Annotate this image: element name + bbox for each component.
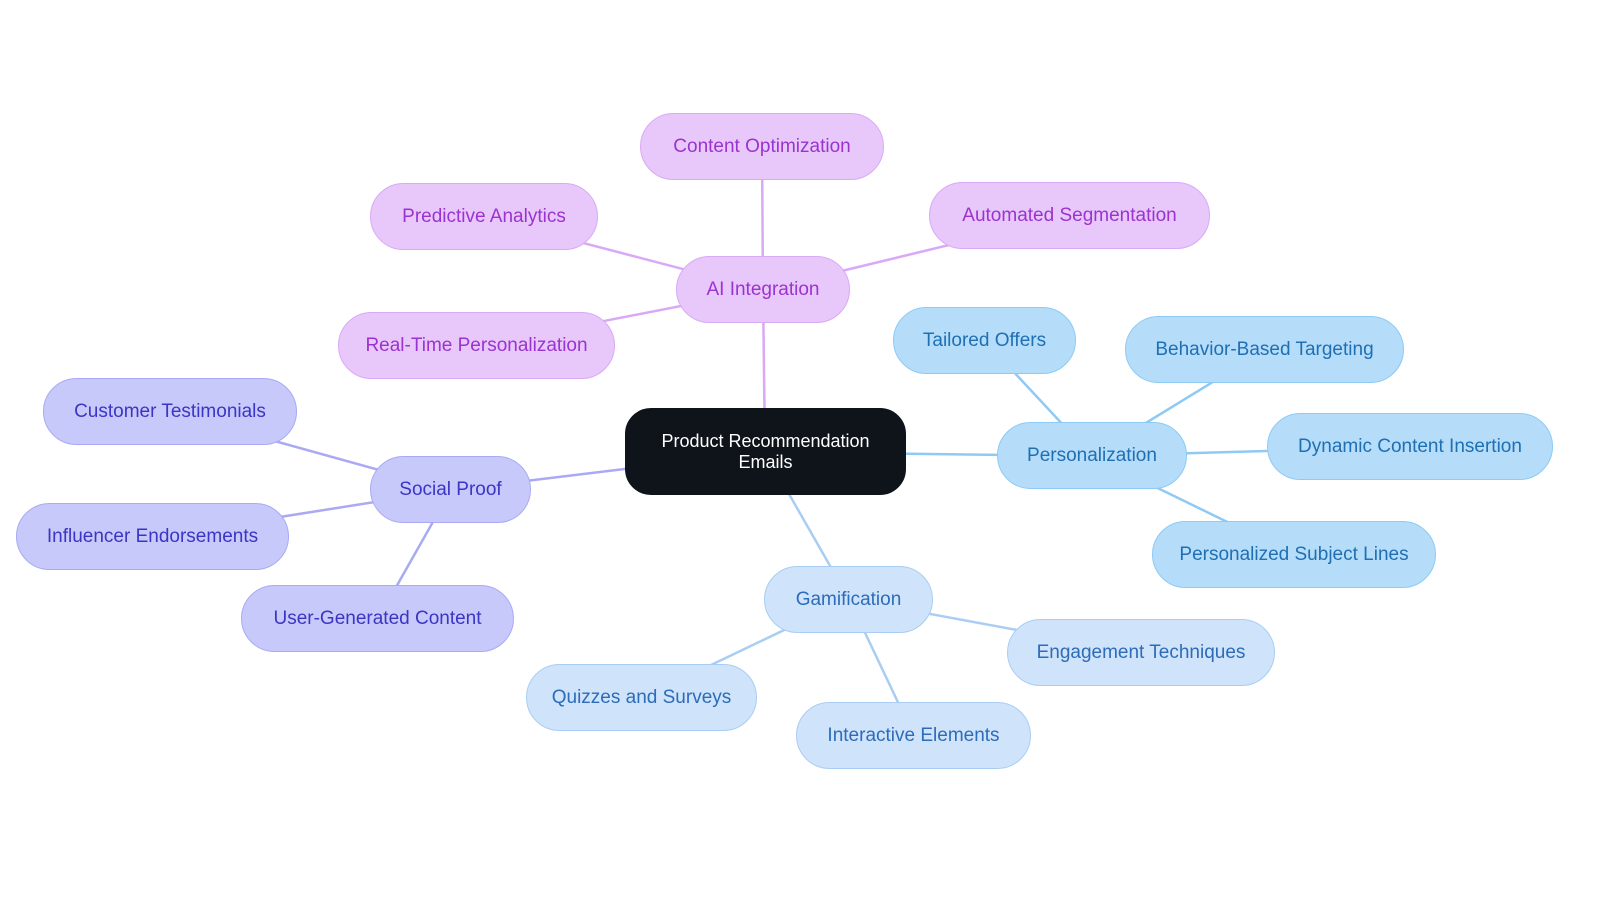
leaf-customer-testimonials: Customer Testimonials: [43, 378, 297, 445]
branch-label: AI Integration: [706, 279, 820, 300]
leaf-automated-segmentation: Automated Segmentation: [929, 182, 1210, 249]
root-node: Product Recommendation Emails: [625, 408, 906, 495]
branch-label: Gamification: [795, 589, 902, 610]
leaf-label: Automated Segmentation: [962, 205, 1177, 226]
leaf-personalized-subject-lines: Personalized Subject Lines: [1152, 521, 1436, 588]
branch-label: Personalization: [1027, 445, 1157, 466]
leaf-dynamic-content-insertion: Dynamic Content Insertion: [1267, 413, 1553, 480]
leaf-label: Tailored Offers: [922, 330, 1047, 351]
leaf-label: Dynamic Content Insertion: [1298, 436, 1522, 457]
root-label: Product Recommendation Emails: [661, 430, 870, 472]
leaf-quizzes-and-surveys: Quizzes and Surveys: [526, 664, 757, 731]
branch-personalization: Personalization: [997, 422, 1187, 489]
leaf-behavior-based-targeting: Behavior-Based Targeting: [1125, 316, 1404, 383]
leaf-influencer-endorsements: Influencer Endorsements: [16, 503, 289, 570]
leaf-real-time-personalization: Real-Time Personalization: [338, 312, 615, 379]
leaf-label: Influencer Endorsements: [46, 526, 259, 547]
leaf-label: Predictive Analytics: [402, 206, 566, 227]
leaf-label: Quizzes and Surveys: [551, 687, 732, 708]
branch-social-proof: Social Proof: [370, 456, 531, 523]
branch-gamification: Gamification: [764, 566, 933, 633]
leaf-label: Behavior-Based Targeting: [1155, 339, 1374, 360]
leaf-label: User-Generated Content: [273, 608, 482, 629]
leaf-user-generated-content: User-Generated Content: [241, 585, 514, 652]
leaf-tailored-offers: Tailored Offers: [893, 307, 1076, 374]
leaf-label: Interactive Elements: [827, 725, 1000, 746]
leaf-label: Personalized Subject Lines: [1179, 544, 1409, 565]
leaf-label: Content Optimization: [673, 136, 851, 157]
leaf-label: Real-Time Personalization: [365, 335, 588, 356]
leaf-label: Engagement Techniques: [1036, 642, 1246, 663]
leaf-predictive-analytics: Predictive Analytics: [370, 183, 598, 250]
leaf-interactive-elements: Interactive Elements: [796, 702, 1031, 769]
leaf-label: Customer Testimonials: [74, 401, 266, 422]
branch-label: Social Proof: [399, 479, 502, 500]
leaf-engagement-techniques: Engagement Techniques: [1007, 619, 1275, 686]
leaf-content-optimization: Content Optimization: [640, 113, 884, 180]
branch-ai-integration: AI Integration: [676, 256, 850, 323]
